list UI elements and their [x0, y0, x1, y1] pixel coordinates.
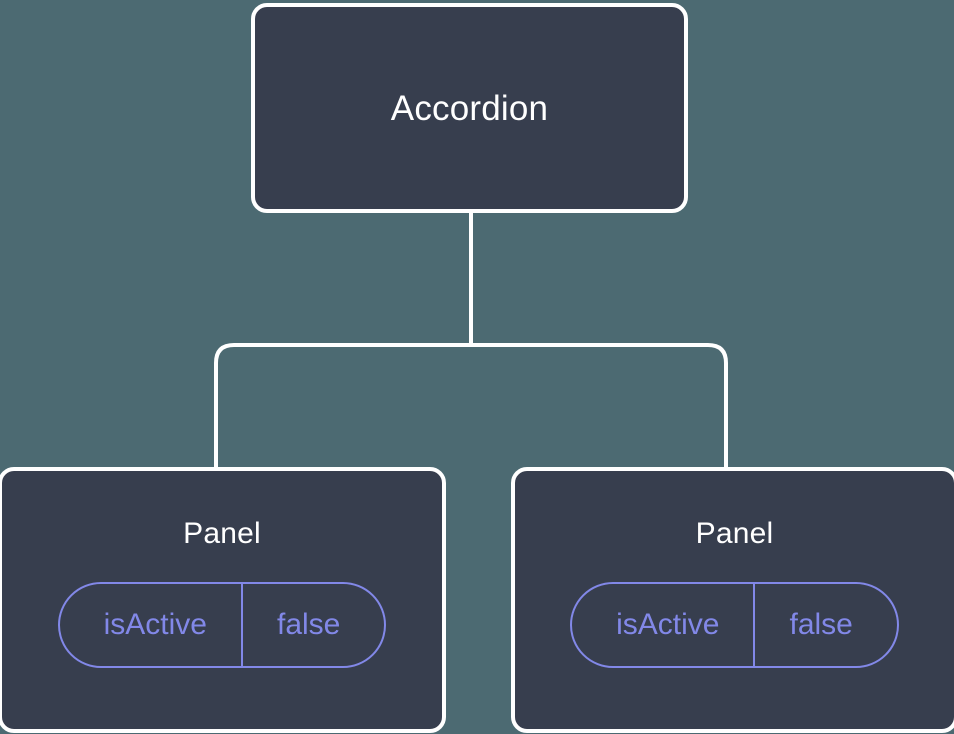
node-panel-left-label: Panel: [183, 517, 261, 550]
prop-value-label: false: [240, 584, 384, 666]
prop-pill-is-active-left[interactable]: isActive false: [57, 582, 387, 668]
prop-key-label: isActive: [616, 608, 720, 641]
prop-pill-is-active-right[interactable]: isActive false: [570, 582, 899, 668]
node-panel-left[interactable]: Panel isActive false: [0, 467, 446, 733]
node-panel-right[interactable]: Panel isActive false: [511, 467, 954, 733]
connector-branch-right: [471, 343, 728, 470]
node-accordion-label: Accordion: [390, 88, 549, 128]
connector-branch-left: [214, 343, 471, 470]
node-panel-left-content: Panel isActive false: [2, 471, 442, 668]
prop-value-label: false: [753, 584, 896, 666]
node-accordion[interactable]: Accordion: [251, 3, 688, 213]
node-panel-right-label: Panel: [695, 517, 774, 550]
node-panel-right-content: Panel isActive false: [515, 471, 954, 668]
prop-key-label: isActive: [103, 608, 207, 641]
